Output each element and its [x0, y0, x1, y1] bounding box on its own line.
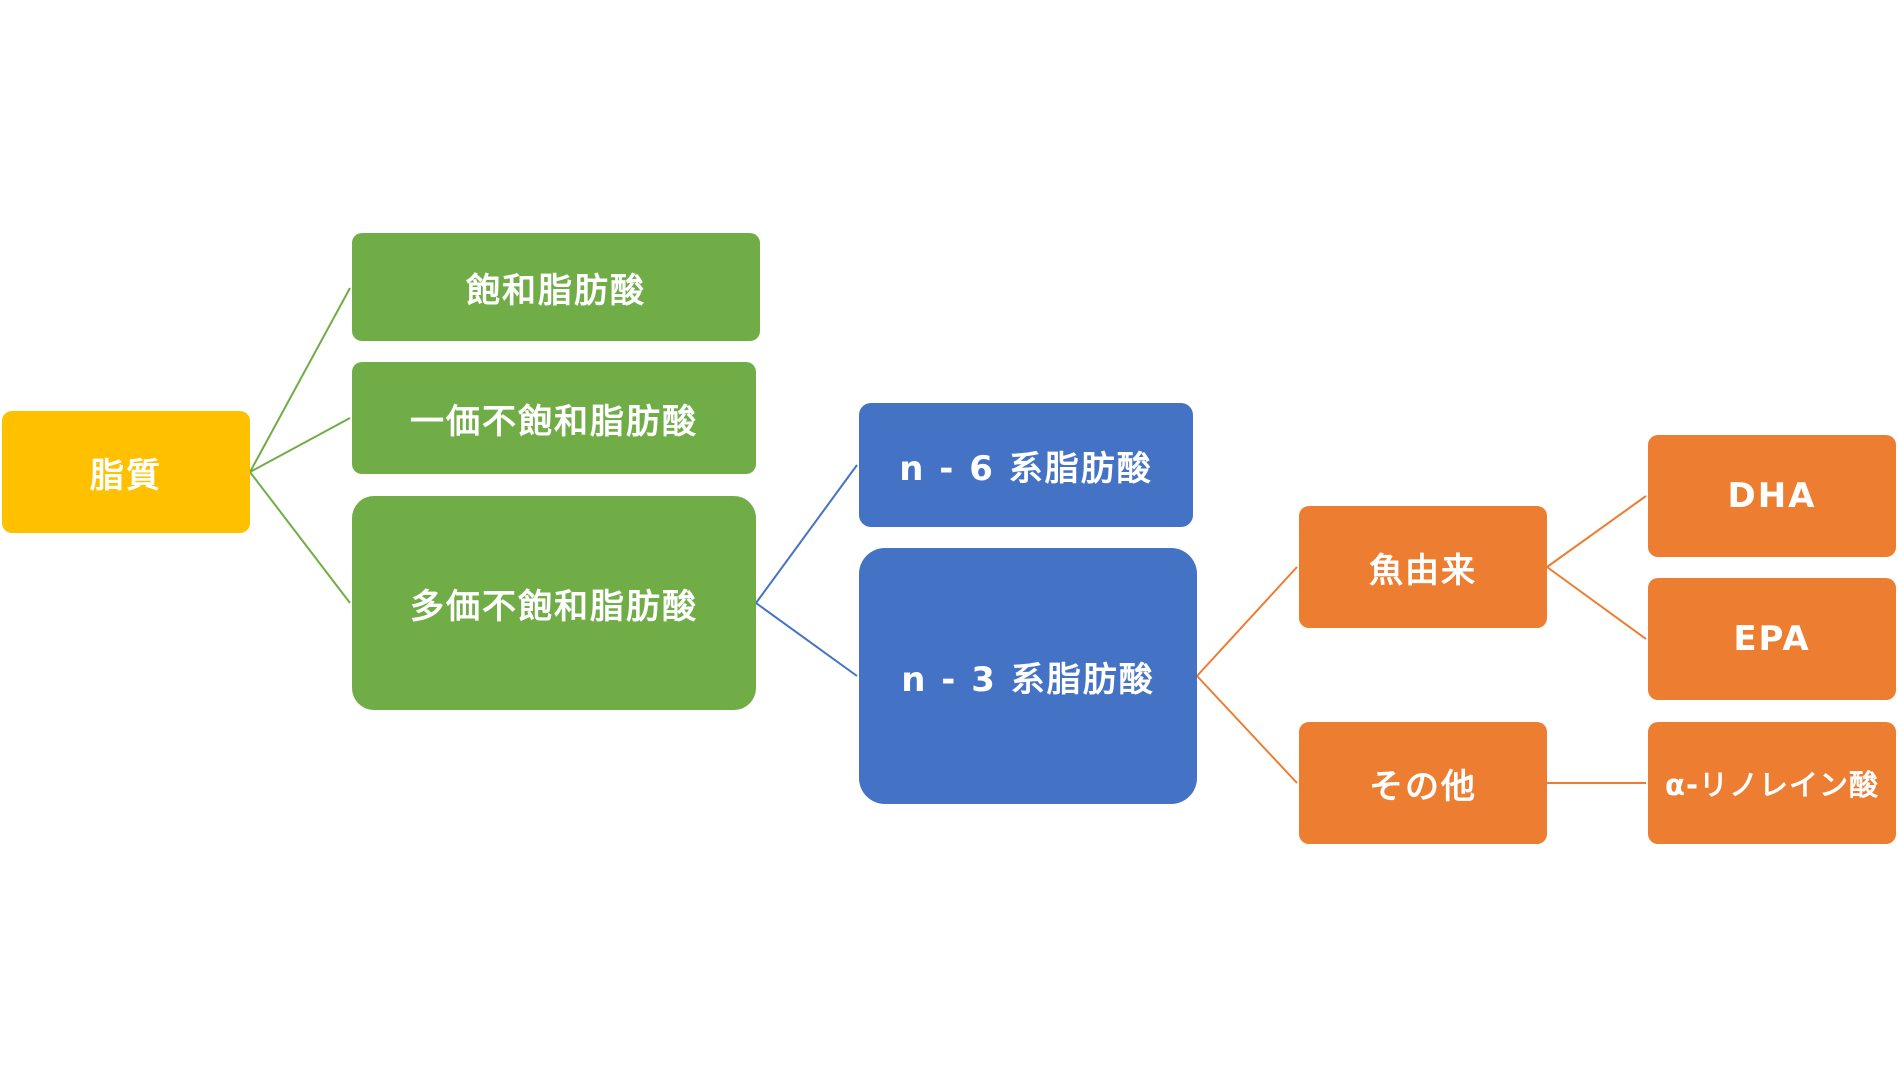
connector-fish-epa	[1546, 566, 1647, 640]
connectors-pufa	[755, 464, 858, 677]
node-dha: DHA	[1648, 435, 1896, 557]
connector-fish-dha	[1546, 495, 1647, 568]
connectors-lipid	[249, 287, 351, 604]
connector-n3-other	[1196, 675, 1298, 784]
node-n3-fatty-acid: n - 3 系脂肪酸	[859, 548, 1197, 804]
node-monounsaturated-fatty-acid: 一価不飽和脂肪酸	[352, 362, 756, 474]
connector-pufa-n3	[755, 602, 858, 677]
connector-lipid-sfa	[249, 287, 351, 473]
connector-lipid-mufa	[249, 417, 351, 473]
node-n6-fatty-acid: n - 6 系脂肪酸	[859, 403, 1193, 527]
connector-n3-fish	[1196, 566, 1298, 677]
node-fish-derived: 魚由来	[1299, 506, 1547, 628]
connectors-n3	[1196, 566, 1298, 784]
node-polyunsaturated-fatty-acid: 多価不飽和脂肪酸	[352, 496, 756, 710]
connector-lipid-pufa	[249, 471, 351, 604]
node-epa: EPA	[1648, 578, 1896, 700]
node-alpha-linolenic-acid: α-リノレイン酸	[1648, 722, 1896, 844]
node-other: その他	[1299, 722, 1547, 844]
connectors-fish-other	[1546, 495, 1647, 784]
node-saturated-fatty-acid: 飽和脂肪酸	[352, 233, 760, 341]
connector-pufa-n6	[755, 464, 858, 604]
node-lipid: 脂質	[2, 411, 250, 533]
